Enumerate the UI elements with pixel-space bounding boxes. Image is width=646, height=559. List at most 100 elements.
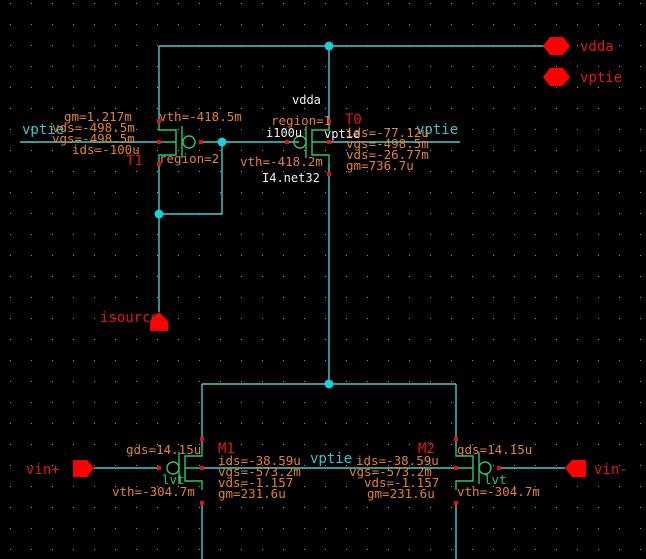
grid-dot [514,528,515,529]
grid-dot [346,444,347,445]
grid-dot [493,528,494,529]
junction-gate [217,137,227,147]
grid-dot [199,507,200,508]
grid-dot [514,108,515,109]
port-isource[interactable]: isource [100,310,168,331]
grid-dot [598,507,599,508]
grid-dot [346,528,347,529]
m2-pin-d [454,501,458,505]
grid-dot [409,171,410,172]
transistor-m2[interactable] [454,437,501,505]
grid-dot [10,549,11,550]
t0-current: i100u [266,126,302,140]
grid-dot [388,24,389,25]
grid-dot [577,213,578,214]
grid-dot [115,339,116,340]
grid-dot [640,528,641,529]
grid-dot [73,108,74,109]
grid-dot [640,129,641,130]
grid-dot [556,318,557,319]
grid-dot [346,486,347,487]
grid-dot [514,339,515,340]
grid-dot [346,507,347,508]
grid-dot [31,255,32,256]
grid-dot [325,255,326,256]
grid-dot [136,66,137,67]
grid-dot [514,423,515,424]
grid-dot [94,108,95,109]
grid-dot [619,402,620,403]
port-vin-minus[interactable]: vin- [565,460,628,478]
grid-dot [199,465,200,466]
junctions [154,41,334,389]
grid-dot [262,318,263,319]
grid-dot [178,108,179,109]
port-vin-plus[interactable]: vin+ [26,460,94,478]
grid-dot [178,318,179,319]
grid-dot [178,381,179,382]
grid-dot [31,339,32,340]
port-vptie[interactable]: vptie [543,68,622,86]
grid-dot [325,486,326,487]
grid-dot [283,465,284,466]
grid-dot [199,3,200,4]
grid-dot [430,87,431,88]
grid-dot [514,297,515,298]
grid-dot [577,507,578,508]
grid-dot [157,3,158,4]
grid-dot [514,3,515,4]
transistor-m1[interactable] [157,437,204,505]
grid-dot [367,24,368,25]
port-vptie-icon [543,68,570,86]
grid-dot [388,423,389,424]
transistor-t0[interactable] [285,119,331,176]
grid-dot [262,24,263,25]
m1-pin-s [200,437,204,441]
grid-dot [388,465,389,466]
grid-dot [262,129,263,130]
grid-dot [283,213,284,214]
grid-dot [241,297,242,298]
grid-dot [451,444,452,445]
grid-dot [493,297,494,298]
grid-dot [388,360,389,361]
grid-dot [31,213,32,214]
t0-pin-s [327,119,331,123]
transistor-t1[interactable] [157,119,203,166]
grid-dot [472,66,473,67]
grid-dot [409,318,410,319]
grid-dot [493,66,494,67]
grid-dot [178,234,179,235]
grid-dot [514,255,515,256]
grid-dot [10,192,11,193]
grid-dot [199,66,200,67]
grid-dot [367,3,368,4]
grid-dot [325,549,326,550]
grid-dot [94,318,95,319]
grid-dot [94,339,95,340]
grid-dot [409,339,410,340]
t0-ids: ids=-77.12u [346,125,429,140]
grid-dot [493,276,494,277]
grid-dot [346,87,347,88]
grid-dot [304,24,305,25]
grid-dot [367,87,368,88]
grid-dot [73,360,74,361]
grid-dot [619,129,620,130]
grid-dot [556,507,557,508]
grid-dot [52,3,53,4]
grid-dot [136,444,137,445]
grid-dot [304,108,305,109]
grid-dot [430,486,431,487]
grid-dot [409,276,410,277]
grid-dot [262,528,263,529]
grid-dot [388,150,389,151]
grid-dot [535,318,536,319]
grid-dot [451,171,452,172]
port-vdda[interactable]: vdda [543,37,614,55]
grid-dot [157,108,158,109]
grid-dot [577,24,578,25]
grid-dot [220,255,221,256]
grid-dot [367,66,368,67]
